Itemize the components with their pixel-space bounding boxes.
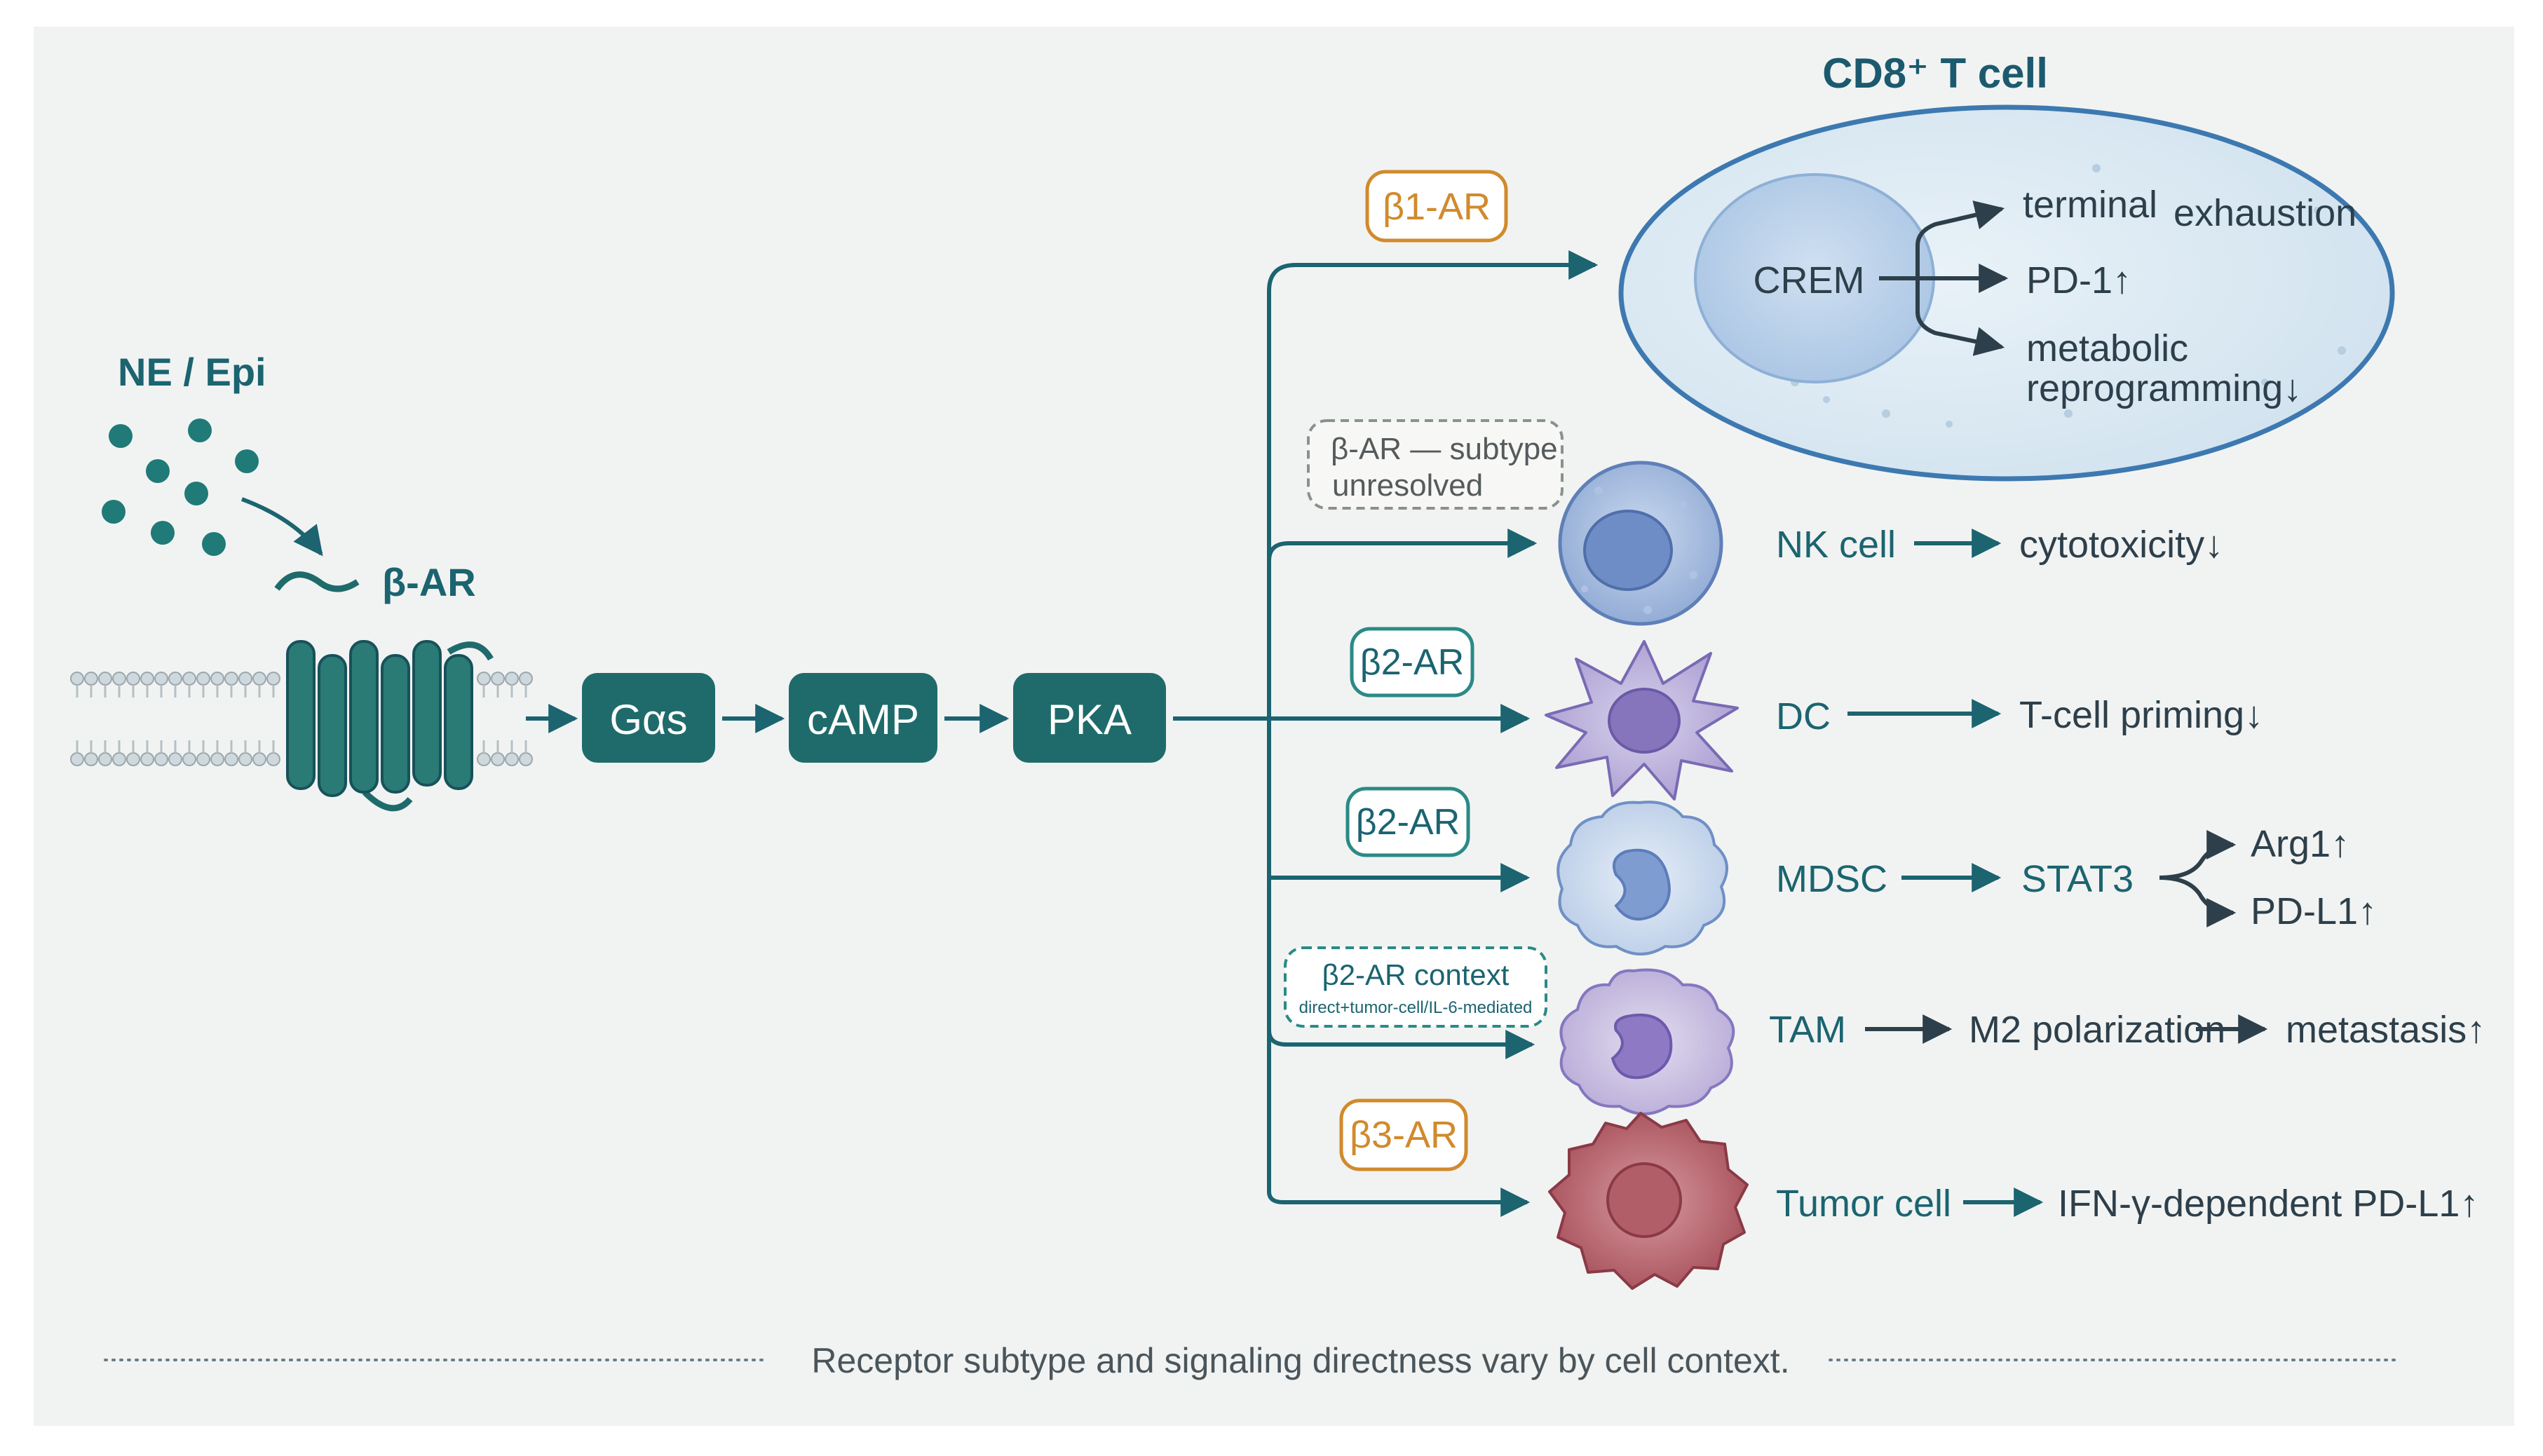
cd8-outcome-exhaustion: exhaustion (2174, 192, 2356, 234)
branch-receptor-b2-dc: β2-AR (1350, 627, 1474, 698)
cascade-node-gas: Gαs (582, 673, 715, 763)
branch-receptor-b1-label: β1-AR (1383, 186, 1491, 228)
branch-receptor-b2-context-line2: direct+tumor-cell/IL-6-mediated (1299, 998, 1533, 1017)
branch-receptor-b3-label: β3-AR (1350, 1114, 1458, 1156)
branch-receptor-b3: β3-AR (1339, 1098, 1468, 1171)
cd8-outcome-terminal: terminal (2023, 184, 2157, 226)
ligand-molecules (102, 419, 259, 556)
tam-mediator: M2 polarization (1969, 1009, 2225, 1051)
receptor-label: β-AR (382, 560, 476, 604)
branch-receptor-unresolved-line2: unresolved (1332, 468, 1483, 503)
mdsc-split-arrows (2159, 830, 2237, 927)
tumor-effect: IFN-γ-dependent PD-L1↑ (2058, 1183, 2478, 1225)
cascade-gas-label: Gαs (609, 696, 687, 743)
cascade-node-camp: cAMP (789, 673, 937, 763)
cd8-outcome-metabolic: metabolic (2026, 327, 2188, 369)
tumor-cell-icon (1548, 1112, 1749, 1290)
branch-receptor-b1: β1-AR (1365, 170, 1508, 243)
binding-arrow (240, 497, 323, 557)
mdsc-effect-pdl1: PD-L1↑ (2251, 890, 2377, 932)
tam-effect: metastasis↑ (2286, 1009, 2486, 1051)
nk-cell-icon (1558, 461, 1723, 626)
cd8-nucleus-label: CREM (1754, 259, 1865, 301)
branch-receptor-b2-dc-label: β2-AR (1360, 642, 1464, 683)
branch-receptor-b2-mdsc: β2-AR (1345, 787, 1470, 857)
cd8-title: CD8⁺ T cell (1822, 50, 2048, 97)
branch-tree (1173, 250, 1599, 1217)
cascade-node-pka: PKA (1013, 673, 1166, 763)
dc-cell-icon (1545, 640, 1739, 801)
mdsc-name: MDSC (1776, 858, 1887, 900)
branch-receptor-unresolved-line1: β-AR — subtype (1331, 432, 1558, 466)
mdsc-cell-icon (1557, 801, 1728, 955)
branch-receptor-unresolved: β-AR — subtype unresolved (1307, 419, 1564, 510)
cd8-outcome-pd1: PD-1↑ (2026, 259, 2131, 301)
tam-name: TAM (1769, 1009, 1846, 1051)
cd8-outcome-arrows (1879, 200, 2009, 356)
tam-cell-icon (1559, 968, 1735, 1115)
branch-receptor-b2-mdsc-label: β2-AR (1356, 802, 1460, 843)
tumor-name: Tumor cell (1776, 1183, 1951, 1225)
branch-receptor-b2-context-line1: β2-AR context (1322, 958, 1510, 991)
mdsc-effect-arg1: Arg1↑ (2251, 823, 2349, 865)
cell-membrane (70, 672, 533, 766)
beta-ar-receptor (274, 571, 494, 812)
nk-effect: cytotoxicity↓ (2019, 524, 2223, 566)
cascade-pka-label: PKA (1047, 696, 1132, 743)
footer-note: Receptor subtype and signaling directnes… (811, 1341, 1789, 1380)
dc-effect: T-cell priming↓ (2019, 694, 2263, 736)
cd8-outcome-reprogramming: reprogramming↓ (2026, 367, 2302, 409)
nk-cell-name: NK cell (1776, 524, 1896, 566)
cascade-camp-label: cAMP (807, 696, 919, 743)
dc-name: DC (1776, 695, 1831, 737)
ligand-label: NE / Epi (118, 350, 266, 394)
branch-receptor-b2-context: β2-AR context direct+tumor-cell/IL-6-med… (1284, 946, 1547, 1028)
mdsc-mediator: STAT3 (2021, 858, 2134, 900)
